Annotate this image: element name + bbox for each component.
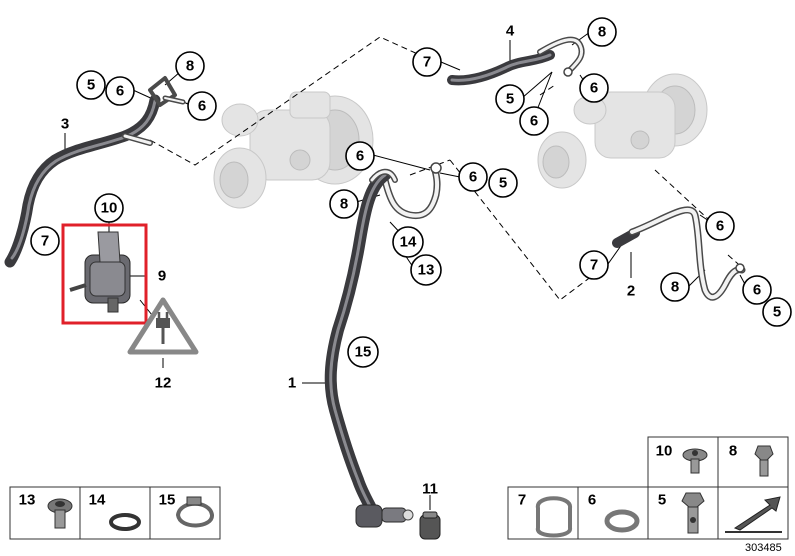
- legend-label-13: 13: [19, 492, 36, 509]
- svg-text:15: 15: [355, 344, 372, 361]
- svg-text:5: 5: [506, 91, 514, 108]
- callout: 8: [587, 17, 617, 47]
- callout: 15: [347, 336, 379, 368]
- callout: 8: [329, 189, 359, 219]
- banjo-bolt-icon: [681, 492, 705, 534]
- spring-clamp-icon: [536, 496, 572, 538]
- auxiliary-water-pump-9: [61, 223, 148, 325]
- callout: 7: [579, 250, 609, 280]
- svg-text:13: 13: [418, 262, 435, 279]
- svg-text:14: 14: [400, 234, 417, 251]
- callout: 5: [76, 70, 106, 100]
- coolant-hose-4: [447, 36, 585, 86]
- part-label-10-ring: [94, 193, 124, 223]
- svg-text:7: 7: [590, 257, 598, 274]
- legend-label-10: 10: [656, 443, 673, 460]
- coolant-hose-1: [324, 168, 414, 528]
- callout: 6: [519, 106, 549, 136]
- callout: 14: [392, 226, 424, 258]
- legend-label-5: 5: [658, 492, 666, 509]
- part-label-4: 4: [506, 23, 515, 40]
- part-label-1: 1: [288, 375, 296, 392]
- legend-label-14: 14: [89, 492, 106, 509]
- coolant-hose-2: [612, 206, 746, 301]
- hose-fitting-bottom: [355, 504, 414, 528]
- svg-text:5: 5: [499, 175, 507, 192]
- callout: 5: [762, 297, 792, 327]
- svg-text:7: 7: [423, 54, 431, 71]
- hose-clamp-icon: [175, 496, 214, 528]
- callout: 7: [30, 226, 60, 256]
- callout: 8: [660, 272, 690, 302]
- svg-text:5: 5: [773, 304, 781, 321]
- turbocharger-right-ghost: [537, 73, 708, 189]
- part-label-11: 11: [422, 481, 438, 498]
- o-ring-icon: [109, 513, 141, 531]
- svg-text:8: 8: [598, 24, 606, 41]
- hex-bolt-icon: [754, 445, 774, 477]
- legend-box-left: 13 14 15: [9, 486, 221, 540]
- reference-number: 303485: [745, 542, 782, 554]
- svg-text:6: 6: [116, 83, 124, 100]
- svg-text:6: 6: [198, 98, 206, 115]
- svg-text:6: 6: [530, 113, 538, 130]
- svg-text:5: 5: [87, 77, 95, 94]
- callout: 6: [705, 211, 735, 241]
- callout: 6: [105, 76, 135, 106]
- part-label-9: 9: [158, 268, 166, 285]
- gasket-ring-icon: [604, 509, 640, 533]
- callout: 6: [579, 73, 609, 103]
- sealing-plug-11: [419, 511, 441, 540]
- part-label-10: 10: [101, 200, 118, 217]
- electrical-warning-triangle-12: [127, 297, 199, 355]
- svg-text:8: 8: [340, 196, 348, 213]
- svg-text:6: 6: [356, 148, 364, 165]
- direction-arrow-icon: [725, 496, 782, 533]
- legend-label-8: 8: [729, 443, 737, 460]
- callout: 7: [412, 47, 442, 77]
- legend-label-6: 6: [588, 492, 596, 509]
- connection-lines: [149, 36, 746, 301]
- svg-text:6: 6: [590, 80, 598, 97]
- part-label-12: 12: [155, 375, 172, 392]
- callout: 8: [175, 51, 205, 81]
- callout: 5: [495, 84, 525, 114]
- svg-text:6: 6: [716, 218, 724, 235]
- svg-text:7: 7: [41, 233, 49, 250]
- torx-screw-icon: [682, 448, 708, 474]
- callout: 6: [742, 275, 772, 305]
- svg-text:6: 6: [469, 169, 477, 186]
- callout: 6: [345, 141, 375, 171]
- coolant-hose-3: [4, 76, 186, 268]
- coolant-pipe-14: [381, 162, 442, 220]
- svg-text:6: 6: [753, 282, 761, 299]
- svg-text:8: 8: [671, 279, 679, 296]
- callout: 6: [187, 91, 217, 121]
- part-label-2: 2: [627, 283, 635, 300]
- callout: 5: [488, 168, 518, 198]
- button-head-screw-icon: [47, 498, 73, 529]
- callout: 13: [410, 254, 442, 286]
- legend-box-right: 10 8 7 6 5: [507, 436, 789, 540]
- legend-label-15: 15: [159, 492, 176, 509]
- callout: 6: [458, 162, 488, 192]
- svg-text:8: 8: [186, 58, 194, 75]
- legend-label-7: 7: [518, 492, 526, 509]
- part-label-3: 3: [61, 116, 69, 133]
